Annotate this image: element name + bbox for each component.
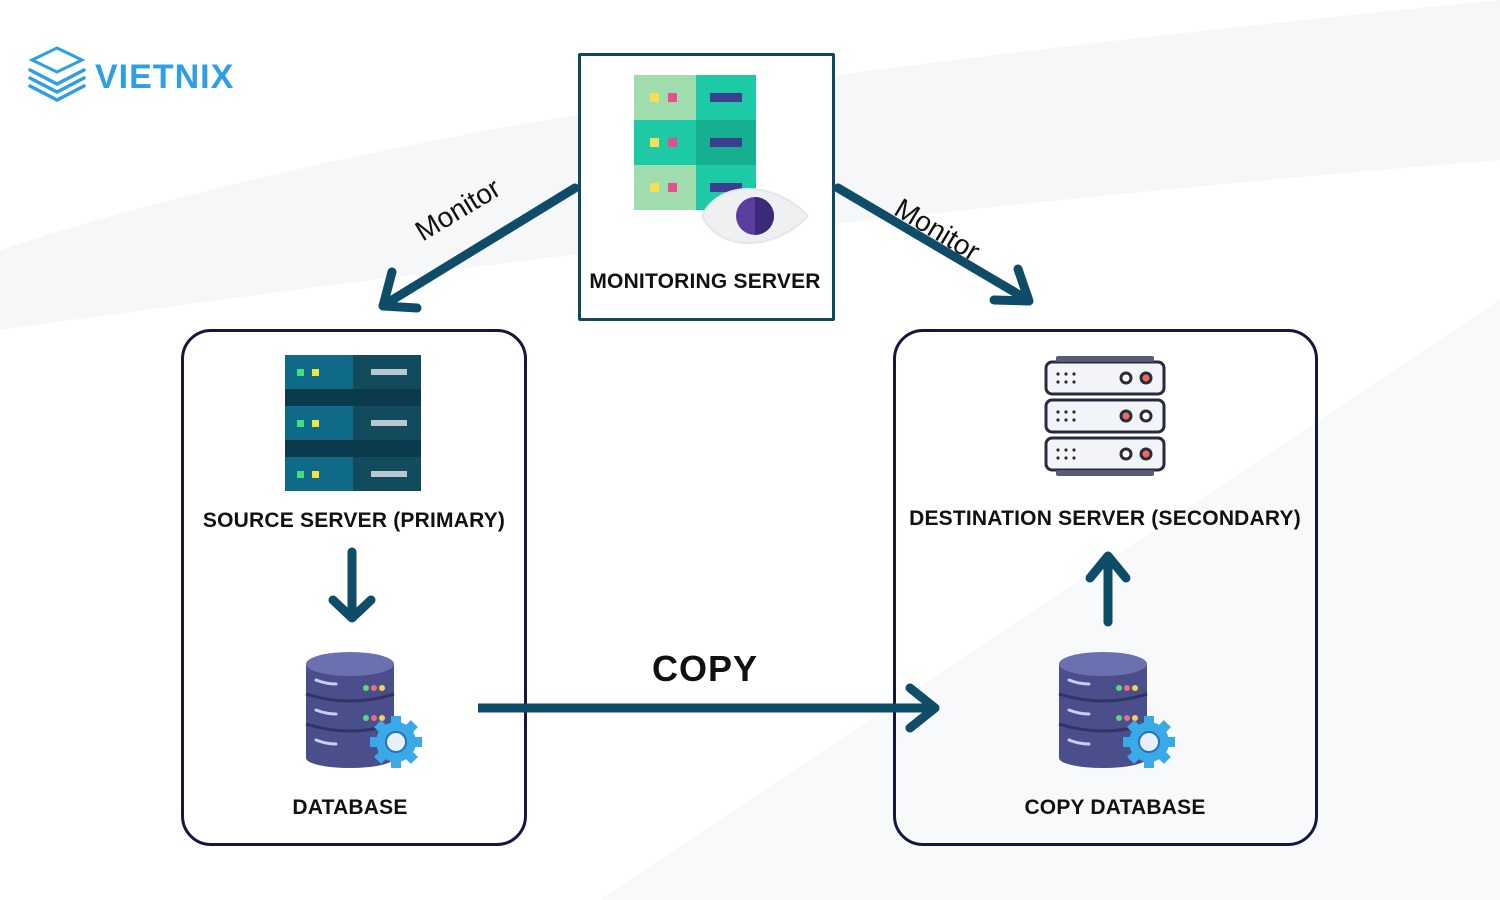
copy-label: COPY bbox=[651, 648, 759, 689]
destination-server-icon bbox=[1044, 356, 1166, 476]
brand-logo bbox=[26, 44, 266, 108]
database-icon bbox=[305, 652, 422, 768]
source-server-label: SOURCE SERVER (PRIMARY) bbox=[202, 509, 506, 532]
gear-icon bbox=[370, 716, 422, 768]
destination-server-group bbox=[893, 329, 1318, 846]
gear-icon bbox=[1123, 716, 1175, 768]
destination-server-label: DESTINATION SERVER (SECONDARY) bbox=[909, 507, 1301, 530]
eye-icon bbox=[700, 188, 810, 244]
source-server-group bbox=[181, 329, 527, 846]
brand-name: VIETNIX bbox=[95, 58, 235, 96]
copy-database-icon bbox=[1058, 652, 1175, 768]
monitoring-server-icon bbox=[634, 75, 810, 244]
stack-logo-icon bbox=[28, 46, 86, 102]
source-server-icon bbox=[285, 355, 421, 491]
database-label: DATABASE bbox=[292, 796, 408, 819]
monitoring-server-label: MONITORING SERVER bbox=[589, 270, 821, 293]
copy-database-label: COPY DATABASE bbox=[1024, 796, 1206, 819]
